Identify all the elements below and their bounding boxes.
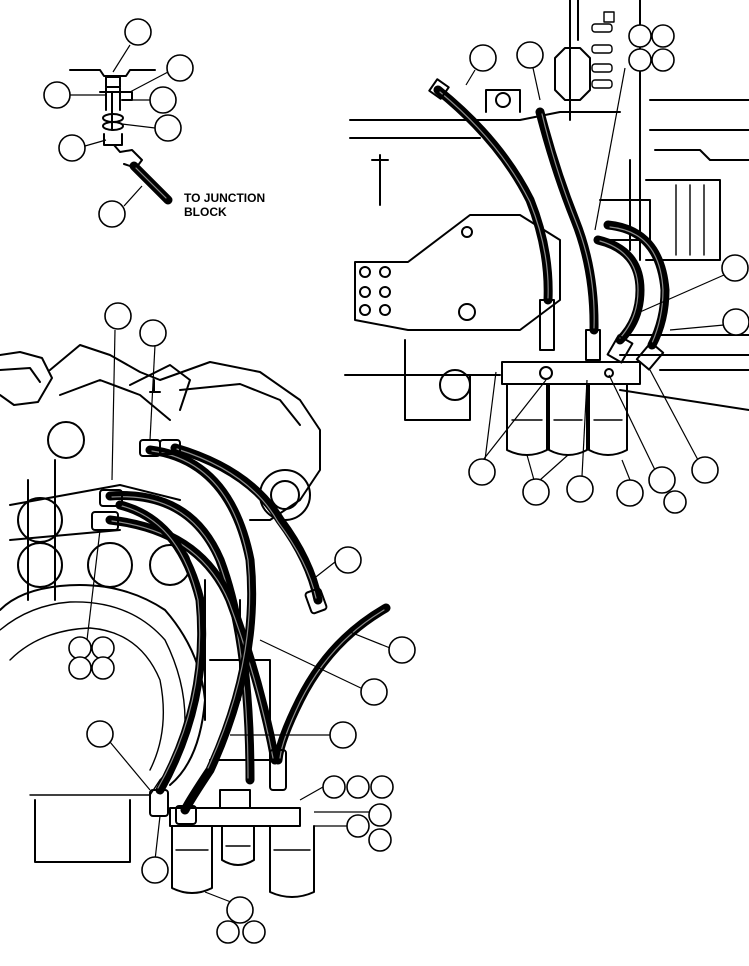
- left-engine-view: [0, 344, 391, 898]
- right-view-callouts: [465, 24, 749, 514]
- detail-tee-fitting: [69, 69, 173, 205]
- left-view-callouts: [68, 302, 416, 944]
- junction-note-line1: TO JUNCTION: [184, 191, 265, 205]
- junction-note-line2: BLOCK: [184, 205, 227, 219]
- right-engine-view: [344, 0, 749, 456]
- detail-callouts: [43, 18, 194, 228]
